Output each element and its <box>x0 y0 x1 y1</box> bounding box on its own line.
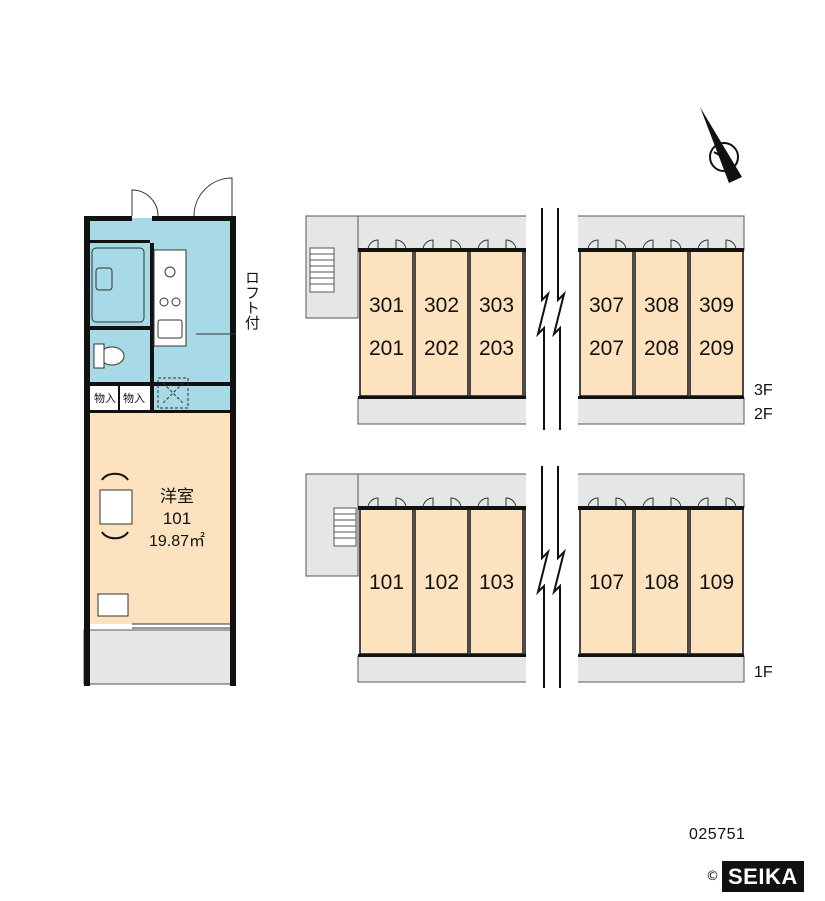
lower-room-label: 108 <box>644 571 679 594</box>
loft-label: ロフト付 <box>243 270 261 331</box>
kitchen-counter <box>153 249 187 347</box>
closet-left-label: 物入 <box>94 391 116 405</box>
upper-break-gap <box>526 206 578 432</box>
brand-name: SEIKA <box>722 860 804 892</box>
upper-top-room-label: 301 <box>369 294 404 317</box>
bathtub <box>91 247 145 323</box>
upper-bottom-room-label: 208 <box>644 337 679 360</box>
lower-room-label: 101 <box>369 571 404 594</box>
partition-6 <box>118 386 120 410</box>
partition-3 <box>88 382 234 386</box>
toilet-tank <box>93 343 105 369</box>
balcony <box>83 629 235 685</box>
upper-corridor <box>305 215 745 251</box>
partition-2 <box>88 326 150 330</box>
floor-label-2f: 2F <box>754 406 773 423</box>
building-lower-block: 101 102 103 107 108 109 1F <box>305 464 773 690</box>
room-number-label: 101 <box>163 509 191 528</box>
upper-bottom-room-label: 203 <box>479 337 514 360</box>
outer-wall-top <box>84 216 132 221</box>
table <box>99 489 133 525</box>
lower-unit-1 <box>414 507 469 655</box>
lower-break-line-right <box>552 466 566 688</box>
room-type-label: 洋室 <box>160 487 194 507</box>
upper-top-room-label: 302 <box>424 294 459 317</box>
unit-floor-plan: 洋室 101 19.87㎡ 物入 物入 ロフト付 <box>83 177 261 686</box>
stove-icon <box>164 266 176 278</box>
stove-burner-2 <box>171 297 181 307</box>
bath-basin <box>95 267 113 291</box>
room-area-label: 19.87㎡ <box>149 532 205 550</box>
upper-top-room-label: 303 <box>479 294 514 317</box>
upper-break-line-right <box>552 208 566 430</box>
lower-unit-3 <box>579 507 634 655</box>
upper-unit-5 <box>689 249 744 397</box>
lower-staircase <box>333 507 357 547</box>
upper-unit-3 <box>579 249 634 397</box>
upper-top-room-label: 307 <box>589 294 624 317</box>
upper-unit-0 <box>359 249 414 397</box>
lower-unit-row <box>359 497 744 655</box>
upper-bottom-room-label: 201 <box>369 337 404 360</box>
chair-bottom <box>101 531 129 540</box>
entrance-door-right <box>193 177 233 217</box>
lower-room-label: 107 <box>589 571 624 594</box>
floor-label-3f: 3F <box>754 382 773 399</box>
upper-unit-2 <box>469 249 524 397</box>
partition-5 <box>150 243 154 413</box>
lower-unit-5 <box>689 507 744 655</box>
tv-stand <box>97 593 129 617</box>
outer-wall-top-right <box>152 216 236 221</box>
lower-break-gap <box>526 464 578 690</box>
copyright-symbol: © <box>706 868 719 884</box>
upper-unit-4 <box>634 249 689 397</box>
brand-mark: © SEIKA <box>706 859 816 893</box>
lower-unit-4 <box>634 507 689 655</box>
lower-room-label: 102 <box>424 571 459 594</box>
compass-icon <box>700 107 742 183</box>
outer-wall-left <box>84 216 90 686</box>
floor-label-1f: 1F <box>754 664 773 681</box>
upper-top-room-label: 309 <box>699 294 734 317</box>
upper-unit-1 <box>414 249 469 397</box>
partition-4 <box>88 410 234 413</box>
upper-bottom-room-label: 207 <box>589 337 624 360</box>
upper-bottom-room-label: 209 <box>699 337 734 360</box>
sink <box>157 319 183 339</box>
upper-staircase <box>309 247 335 293</box>
washer-space <box>157 377 189 409</box>
entrance-door-left <box>131 189 159 217</box>
lower-room-label: 109 <box>699 571 734 594</box>
outer-wall-right <box>230 216 236 686</box>
upper-bottom-room-label: 202 <box>424 337 459 360</box>
chair-top <box>101 472 129 481</box>
upper-break-line-left <box>536 208 550 430</box>
stove-burner-1 <box>159 297 169 307</box>
lower-break-line-left <box>536 466 550 688</box>
lower-room-label: 103 <box>479 571 514 594</box>
partition-1 <box>88 240 150 243</box>
lower-corridor <box>305 473 745 509</box>
catalog-number: 025751 <box>689 826 746 843</box>
closet-right-label: 物入 <box>123 391 145 405</box>
upper-top-room-label: 308 <box>644 294 679 317</box>
